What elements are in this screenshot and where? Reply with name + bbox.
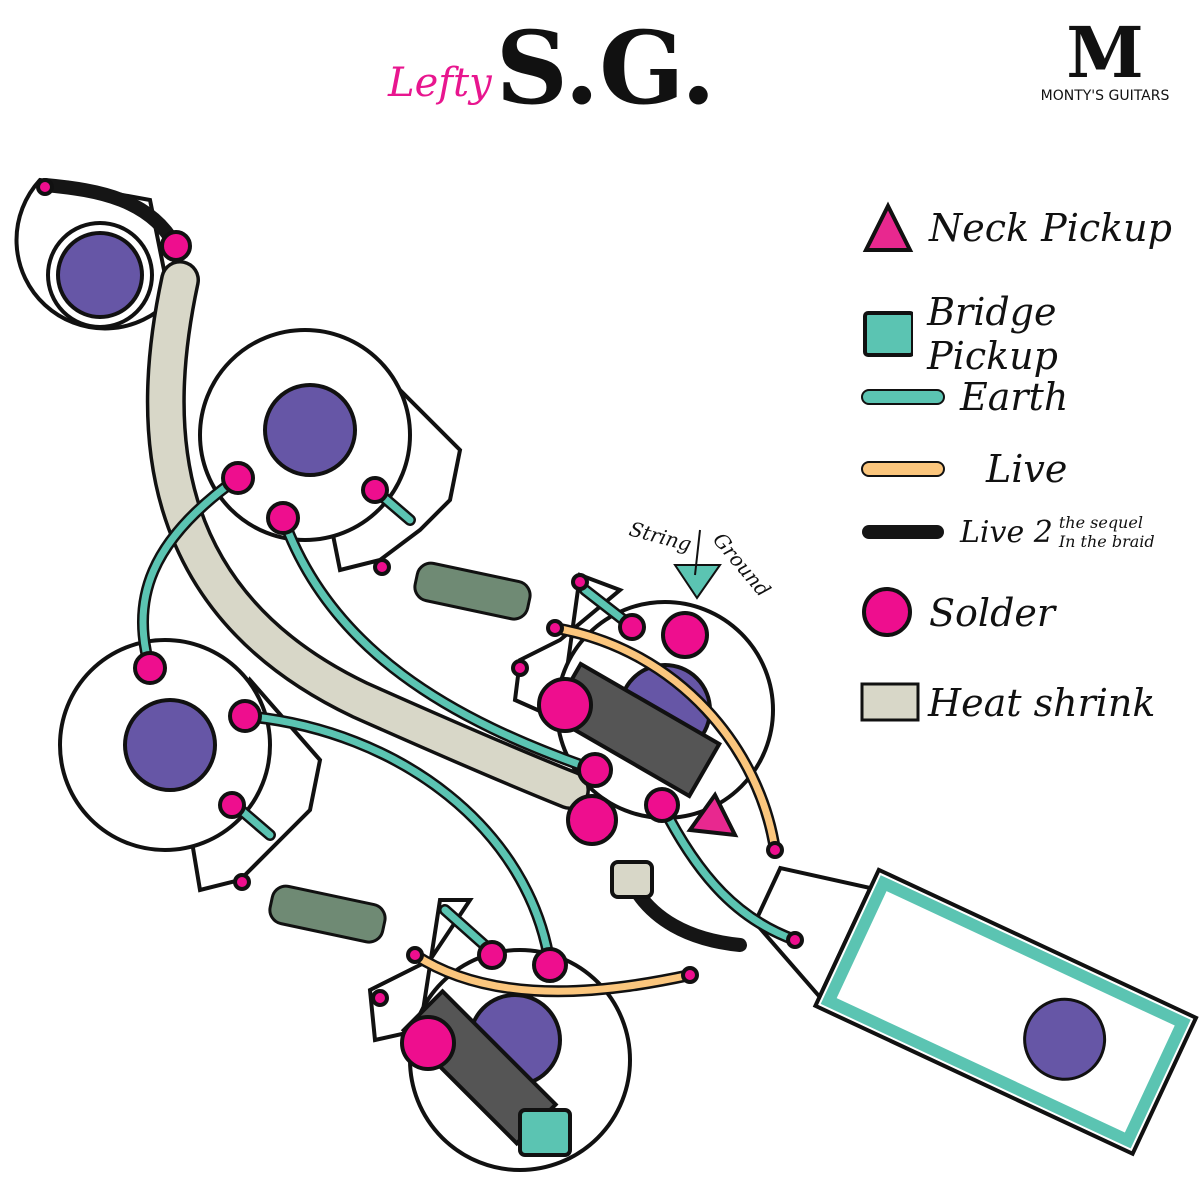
earth-line-icon — [861, 389, 945, 405]
pot-3-shaft — [123, 698, 217, 792]
logo-text: MONTY'S GUITARS — [1040, 88, 1170, 104]
capacitor-2 — [268, 884, 387, 944]
triangle-icon — [862, 201, 914, 252]
bridge-pickup-wire-end — [518, 1108, 572, 1157]
neck-pickup-wire-end — [686, 791, 739, 838]
legend-heat-shrink: Heat shrink — [860, 680, 1155, 725]
pot-2-shaft — [263, 383, 357, 477]
capacitor-1 — [413, 561, 532, 621]
live-wires — [411, 624, 779, 995]
title-main: S.G. — [495, 9, 716, 127]
title-prefix: Lefty — [388, 60, 492, 106]
toggle-switch — [752, 865, 1199, 1157]
legend-earth: Earth — [860, 375, 1068, 419]
live2-wire — [38, 178, 182, 252]
page-title: Lefty S.G. — [388, 18, 716, 118]
earth-wires — [139, 474, 799, 969]
square-icon — [863, 311, 914, 357]
live-line-icon — [861, 461, 945, 477]
string-ground-arrow — [673, 529, 722, 600]
legend-solder: Solder — [860, 585, 1055, 640]
logo: M MONTY'S GUITARS — [1030, 11, 1180, 105]
rect-icon — [860, 682, 920, 722]
pot-1-shaft — [56, 231, 144, 319]
heat-shrink-jack — [610, 860, 654, 899]
circle-icon — [862, 587, 912, 637]
legend-bridge-pickup: Bridge Pickup — [860, 290, 1190, 378]
string-label: String — [627, 517, 694, 557]
legend-neck-pickup: Neck Pickup — [860, 200, 1172, 255]
legend-live: Live — [860, 447, 1067, 491]
logo-letter: M — [1066, 11, 1144, 94]
live2-line-icon — [862, 525, 944, 540]
solder-points — [36, 178, 804, 1071]
